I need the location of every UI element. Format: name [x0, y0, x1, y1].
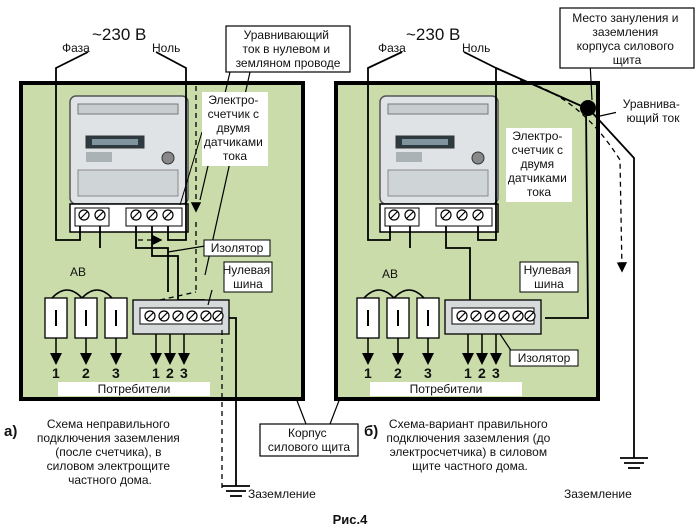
svg-text:Место зануления и заземл: Место зануления и заземления корпуса сил… [572, 11, 682, 67]
svg-text:Корпус силового щита: Корпус силового щита [268, 426, 350, 454]
left-consumer-1: 1 [52, 365, 60, 381]
left-consumers-box [58, 382, 210, 396]
left-electricity-meter [69, 95, 189, 205]
left-scheme: ~230 В Фаза Ноль Электро- счетчик с двум… [4, 25, 316, 501]
left-consumers-label: Потребители [98, 382, 171, 396]
right-breakers-label: АВ [382, 267, 398, 281]
left-consumer-3: 3 [112, 365, 120, 381]
right-insulator-label: Изолятор [518, 351, 571, 365]
left-ground-label: Заземление [248, 487, 316, 501]
left-bus-3: 3 [180, 365, 188, 381]
right-phase-label: Фаза [378, 41, 406, 55]
right-insulator-box [509, 349, 579, 367]
right-bus-2: 2 [478, 365, 486, 381]
right-neutral-bus [444, 299, 542, 365]
svg-text:Уравнивающий ток в нулев: Уравнивающий ток в нулевом и земляном пр… [236, 28, 341, 70]
right-ground-wire [587, 107, 648, 469]
left-phase-label: Фаза [62, 41, 90, 55]
left-bus-1: 1 [152, 365, 160, 381]
left-neutral-bus-label: Нулевая шина [223, 263, 274, 291]
figure-title: Рис.4 [333, 512, 369, 527]
left-voltage: ~230 В [92, 25, 146, 44]
right-consumer-1: 1 [364, 365, 372, 381]
right-meter-terminal-block [379, 203, 499, 233]
left-caption: Схема неправильного подключения заземлен… [37, 417, 183, 487]
left-circuit-breakers [44, 289, 128, 365]
callout-grounding-point: Место зануления и заземления корпуса сил… [559, 7, 695, 69]
right-caption: Схема-вариант правильного подключения за… [386, 417, 553, 473]
right-scheme: ~230 В Фаза Ноль Электро- счетчик с двум… [334, 25, 648, 501]
right-circuit-breakers [356, 289, 440, 365]
left-neutral-label: Ноль [152, 41, 180, 55]
left-meter-label-box [202, 92, 268, 166]
left-meter-label: Электро- счетчик с двумя датчиками тока [204, 93, 266, 163]
callout-equalizing-current-right: Уравнива- ющий ток [616, 96, 690, 128]
left-meter-terminal-block [69, 203, 189, 233]
right-marker: б) [364, 423, 378, 440]
right-equalizing-current-path [519, 79, 628, 273]
right-voltage: ~230 В [406, 25, 460, 44]
right-bus-1: 1 [464, 365, 472, 381]
right-consumers-box [370, 382, 522, 396]
left-equalizing-current-path [138, 86, 223, 488]
left-insulator-box [203, 239, 271, 257]
left-bus-2: 2 [166, 365, 174, 381]
left-consumer-2: 2 [82, 365, 90, 381]
right-electricity-meter [379, 95, 499, 205]
left-neutral-bus [132, 299, 230, 365]
left-incoming-wires [55, 51, 205, 301]
right-consumer-2: 2 [394, 365, 402, 381]
right-ground-label: Заземление [564, 487, 632, 501]
right-consumer-3: 3 [424, 365, 432, 381]
right-meter-label: Электро- счетчик с двумя датчиками тока [508, 129, 570, 199]
right-neutral-bus-box [519, 261, 579, 293]
right-neutral-bus-label: Нулевая шина [524, 263, 575, 291]
right-neutral-label: Ноль [462, 41, 490, 55]
right-consumers-label: Потребители [410, 382, 483, 396]
left-neutral-bus-box [223, 261, 273, 293]
left-breakers-label: АВ [70, 265, 86, 279]
callout-equalizing-current: Уравнивающий ток в нулевом и земляном пр… [225, 25, 351, 73]
svg-text:Уравнива- ющий ток: Уравнива- ющий ток [623, 97, 683, 125]
left-ground-wire [222, 317, 250, 497]
callout-enclosure: Корпус силового щита [259, 397, 359, 457]
right-meter-label-box [506, 128, 572, 202]
left-insulator-label: Изолятор [211, 241, 264, 255]
right-bus-3: 3 [492, 365, 500, 381]
left-marker: а) [4, 423, 17, 440]
